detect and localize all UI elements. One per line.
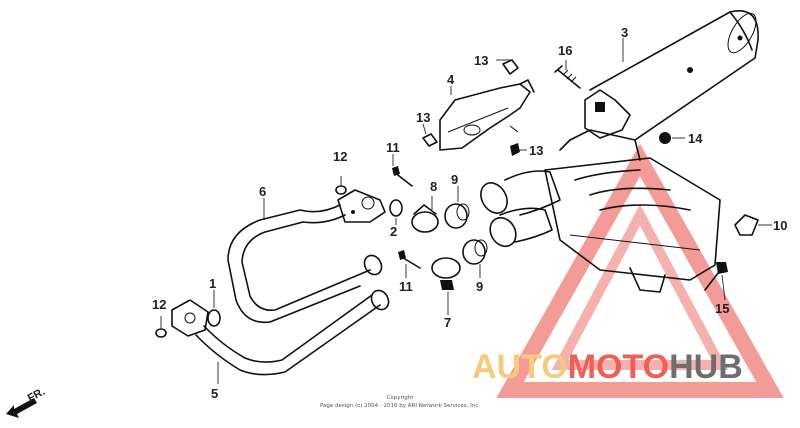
gasket-1[interactable] (207, 290, 221, 327)
watermark-auto: AUTO (472, 348, 568, 386)
part-label-7[interactable]: 7 (444, 315, 451, 330)
part-label-8[interactable]: 8 (430, 179, 437, 194)
bolt-13-top[interactable] (496, 59, 519, 75)
nut-12-lower[interactable] (155, 316, 167, 338)
svg-text:AUTOMOTOHUB: AUTOMOTOHUB (472, 348, 743, 386)
part-label-10[interactable]: 10 (773, 218, 787, 233)
exhaust-pipe-6[interactable] (227, 189, 386, 324)
copyright-title: Copyright (387, 395, 415, 401)
part-label-3[interactable]: 3 (621, 25, 628, 40)
part-label-13-top[interactable]: 13 (474, 53, 488, 68)
front-direction-indicator: FR. (6, 386, 47, 418)
clamp-7[interactable] (431, 257, 461, 315)
exhaust-pipe-5[interactable] (171, 287, 392, 376)
part-label-13-right[interactable]: 13 (529, 143, 543, 158)
muffler-part[interactable] (476, 9, 762, 293)
heat-shield-part[interactable] (439, 79, 535, 151)
front-label: FR. (26, 386, 47, 405)
part-label-2[interactable]: 2 (390, 224, 397, 239)
part-label-13-mid[interactable]: 13 (416, 110, 430, 125)
leader-13-mid (422, 123, 427, 135)
part-label-1[interactable]: 1 (209, 276, 216, 291)
front-arrow-icon (6, 398, 37, 418)
part-label-14[interactable]: 14 (688, 131, 703, 146)
seal-9-upper[interactable] (444, 186, 470, 229)
seal-9-lower[interactable] (462, 239, 488, 278)
part-label-15[interactable]: 15 (715, 301, 729, 316)
bolt-11-upper[interactable] (392, 154, 413, 187)
nut-14[interactable] (659, 132, 685, 144)
part-label-12-lower[interactable]: 12 (152, 297, 166, 312)
part-label-11-upper[interactable]: 11 (386, 140, 400, 155)
bolt-11-lower[interactable] (398, 250, 421, 278)
part-label-12-upper[interactable]: 12 (333, 149, 347, 164)
watermark-logo: AUTOMOTOHUB (472, 143, 784, 398)
part-label-16[interactable]: 16 (558, 43, 572, 58)
part-label-6[interactable]: 6 (259, 184, 266, 199)
copyright-text: Page design (c) 2004 - 2016 by ARI Netwo… (320, 403, 480, 409)
bolt-16[interactable] (554, 60, 581, 89)
rubber-10[interactable] (734, 214, 772, 236)
bolt-15[interactable] (704, 262, 728, 301)
part-label-9-upper[interactable]: 9 (451, 172, 458, 187)
clamp-8[interactable] (411, 196, 439, 233)
bolt-13-mid[interactable] (422, 133, 438, 147)
gasket-2[interactable] (389, 199, 403, 217)
bolt-13-right[interactable] (509, 125, 520, 156)
watermark-moto: MOTO (568, 348, 669, 386)
part-label-11-lower[interactable]: 11 (399, 279, 413, 294)
nut-12-upper[interactable] (335, 176, 347, 195)
watermark-triangle-icon (496, 143, 784, 398)
part-label-9-lower[interactable]: 9 (476, 279, 483, 294)
watermark-hub: HUB (669, 348, 743, 386)
part-label-4[interactable]: 4 (447, 72, 455, 87)
part-label-5[interactable]: 5 (211, 386, 218, 401)
